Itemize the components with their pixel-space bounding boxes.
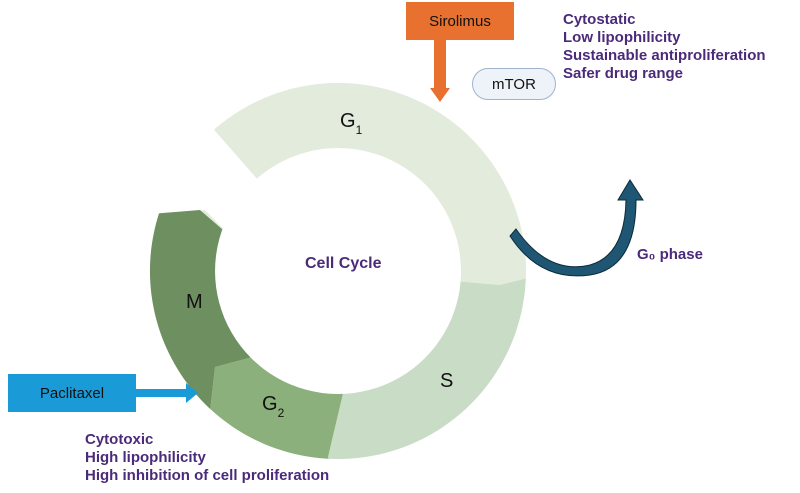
g0-curved-arrow: [509, 179, 644, 277]
paclitaxel-property: High inhibition of cell proliferation: [85, 467, 330, 484]
sirolimus-arrow-head: [430, 88, 450, 102]
cell-cycle-center-label: Cell Cycle: [305, 255, 382, 272]
sirolimus-property: Low lipophilicity: [563, 29, 681, 46]
phase-label-g1: G1: [340, 110, 363, 137]
sirolimus-box: Sirolimus: [406, 2, 514, 40]
sirolimus-arrow-shaft: [434, 40, 446, 90]
mtor-label: mTOR: [492, 75, 536, 93]
phase-label-s: S: [440, 370, 454, 392]
sirolimus-property: Cytostatic: [563, 11, 636, 28]
sirolimus-properties: Cytostatic Low lipophilicity Sustainable…: [563, 11, 766, 83]
mtor-target-pill: mTOR: [472, 68, 556, 100]
paclitaxel-properties: Cytotoxic High lipophilicity High inhibi…: [85, 431, 329, 485]
sirolimus-label: Sirolimus: [429, 12, 491, 30]
sirolimus-property: Sustainable antiproliferation: [563, 47, 766, 64]
paclitaxel-label: Paclitaxel: [39, 384, 105, 402]
paclitaxel-arrow-shaft: [130, 389, 188, 397]
paclitaxel-property: Cytotoxic: [85, 431, 154, 448]
sirolimus-property: Safer drug range: [563, 65, 684, 82]
paclitaxel-property: High lipophilicity: [85, 449, 206, 466]
paclitaxel-arrow-head: [186, 383, 198, 403]
phase-label-m: M: [186, 291, 203, 313]
g0-phase-label: G₀ phase: [637, 246, 703, 263]
phase-label-g2: G2: [262, 393, 285, 420]
paclitaxel-box: Paclitaxel: [8, 374, 136, 412]
